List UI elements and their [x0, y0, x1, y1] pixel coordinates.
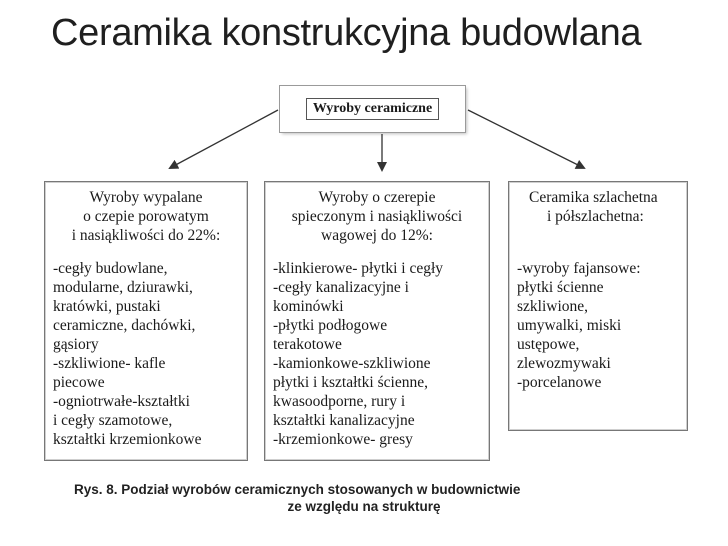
arrow-left: [168, 109, 279, 169]
list-item: -kamionkowe-szkliwione: [273, 355, 431, 372]
list-item: umywalki, miski: [517, 317, 622, 334]
list-item: kształtki kanalizacyjne: [273, 412, 415, 429]
category-items: -cegły budowlane, modularne, dziurawki, …: [53, 259, 239, 449]
root-node: Wyroby ceramiczne: [280, 86, 465, 132]
list-item: -ogniotrwałe-kształtki: [53, 393, 190, 410]
arrow-right: [467, 109, 586, 169]
list-item: -klinkierowe- płytki i cegły: [273, 260, 444, 277]
list-item: terakotowe: [273, 336, 342, 353]
category-heading: Wyroby wypalane o czepie porowatym i nas…: [71, 189, 221, 244]
list-item: kratówki, pustaki: [53, 298, 161, 315]
list-item: płytki i kształtki ścienne,: [273, 374, 428, 391]
list-item: piecowe: [53, 374, 105, 391]
category-box-fine-ceramics: Ceramika szlachetna i półszlachetna: -wy…: [508, 181, 688, 431]
list-item: i cegły szamotowe,: [53, 412, 173, 429]
list-item: płytki ścienne: [517, 279, 604, 296]
list-item: -cegły kanalizacyjne i: [273, 279, 409, 296]
list-item: -szkliwione- kafle: [53, 355, 166, 372]
category-heading: Wyroby o czerepie spieczonym i nasiąkliw…: [291, 189, 463, 244]
list-item: gąsiory: [53, 336, 99, 353]
list-item: kwasoodporne, rury i: [273, 393, 406, 410]
category-box-sintered: Wyroby o czerepie spieczonym i nasiąkliw…: [264, 181, 490, 461]
list-item: -cegły budowlane,: [53, 260, 168, 277]
category-heading: Ceramika szlachetna i półszlachetna:: [529, 189, 658, 225]
list-item: szkliwione,: [517, 298, 589, 315]
list-item: -krzemionkowe- gresy: [273, 431, 413, 448]
list-item: -wyroby fajansowe:: [517, 260, 641, 277]
list-item: kształtki krzemionkowe: [53, 431, 202, 448]
list-item: ustępowe,: [517, 336, 580, 353]
list-item: zlewozmywaki: [517, 355, 611, 372]
category-box-porous: Wyroby wypalane o czepie porowatym i nas…: [44, 181, 248, 461]
list-item: ceramiczne, dachówki,: [53, 317, 196, 334]
slide-title: Ceramika konstrukcyjna budowlana: [51, 12, 642, 54]
list-item: -porcelanowe: [517, 374, 602, 391]
root-node-label: Wyroby ceramiczne: [305, 98, 440, 120]
caption-line-1: Rys. 8. Podział wyrobów ceramicznych sto…: [74, 482, 521, 497]
list-item: modularne, dziurawki,: [53, 279, 193, 296]
list-item: -płytki podłogowe: [273, 317, 388, 334]
caption-line-2: ze względu na strukturę: [287, 499, 441, 514]
category-items: -klinkierowe- płytki i cegły -cegły kana…: [273, 259, 481, 449]
category-items: -wyroby fajansowe: płytki ścienne szkliw…: [517, 259, 679, 392]
list-item: kominówki: [273, 298, 344, 315]
